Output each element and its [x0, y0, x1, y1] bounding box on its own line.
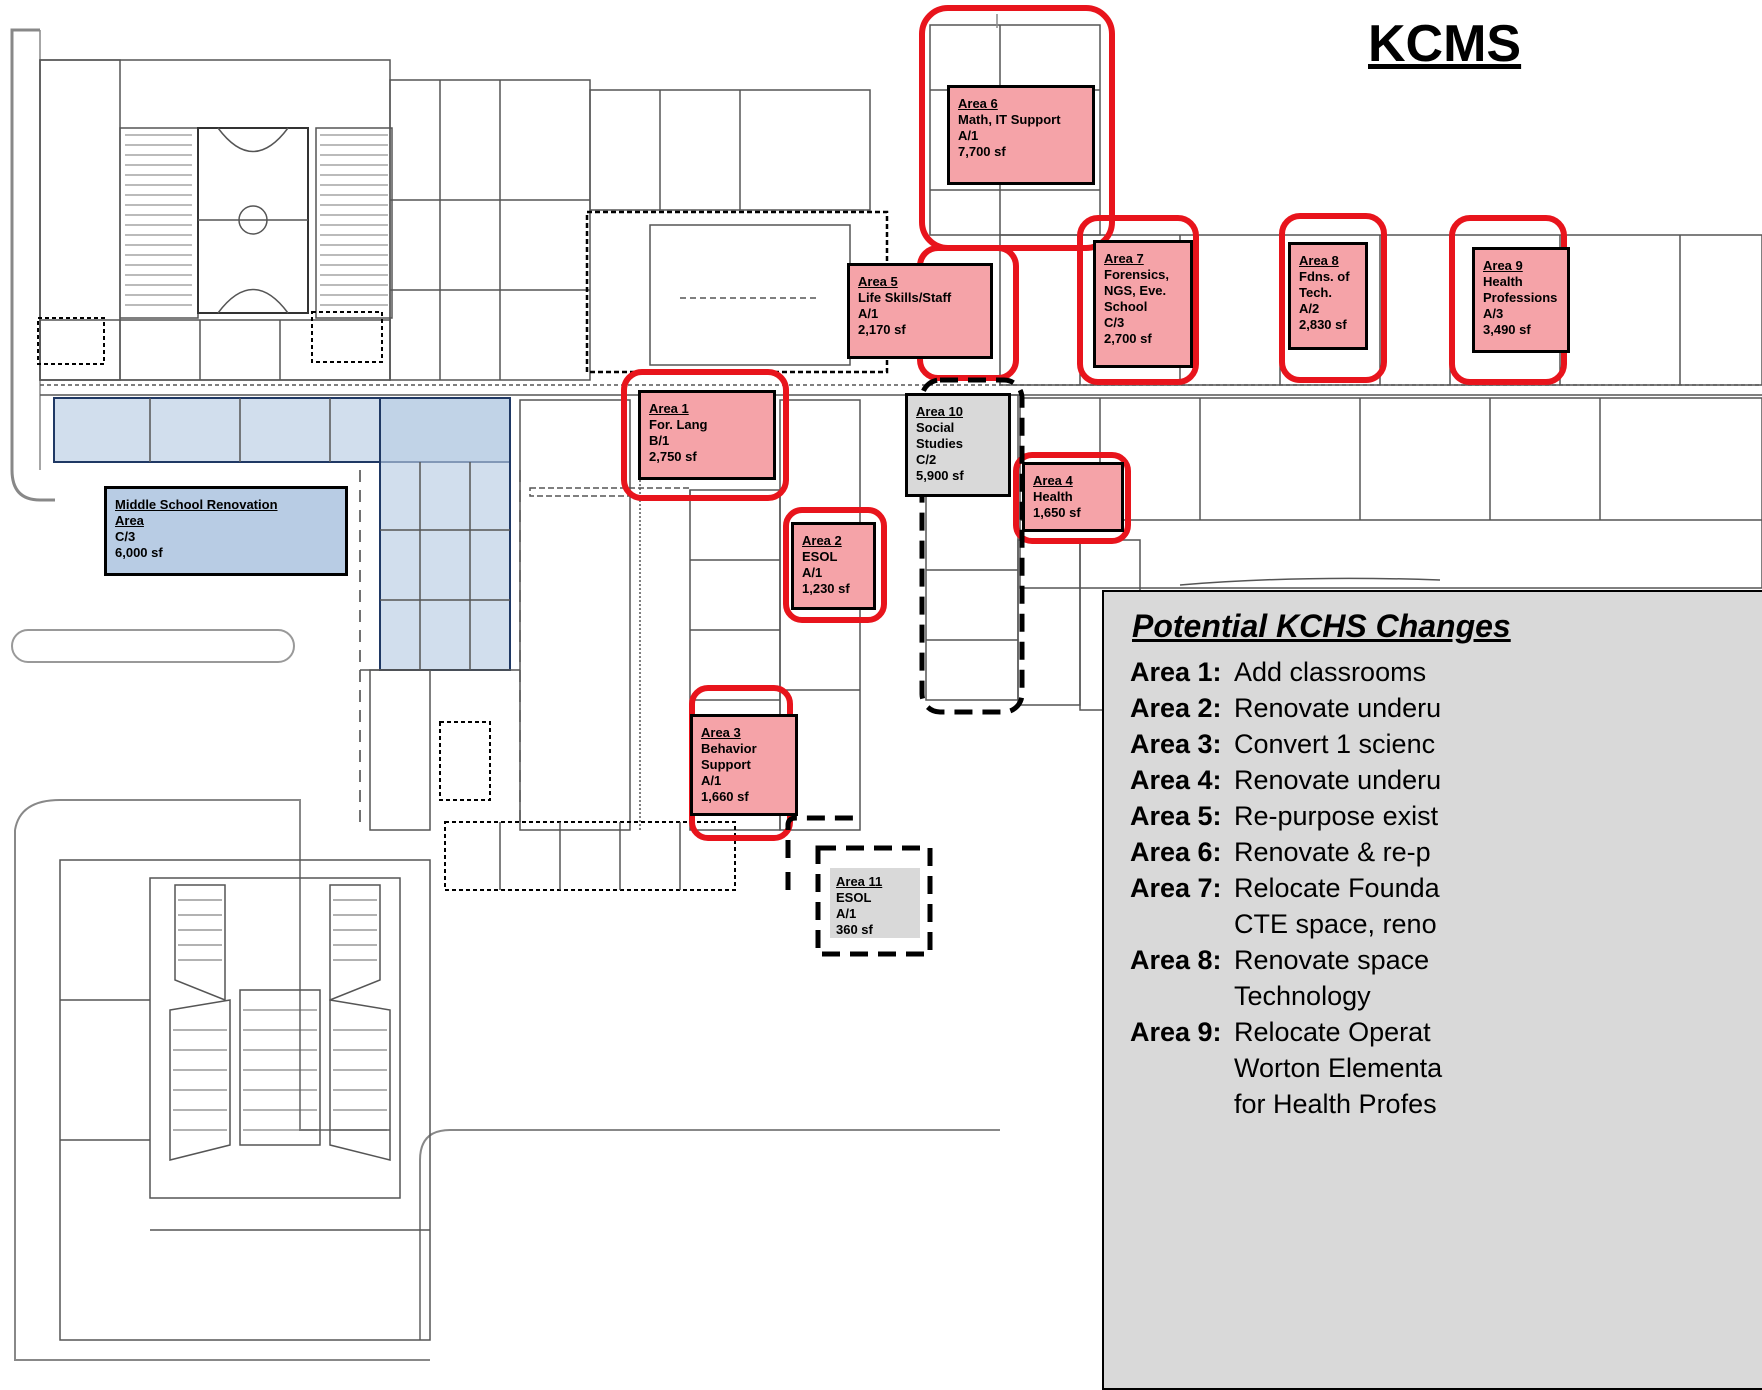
area-9-line: A/3	[1483, 306, 1504, 321]
legend-text: Renovate space	[1234, 945, 1430, 975]
area-3-line: Support	[701, 757, 751, 772]
legend-continuation: Technology	[1234, 981, 1371, 1011]
legend-area: Area 1:	[1130, 657, 1222, 687]
legend-row: Area 4: Renovate underu	[1130, 764, 1441, 796]
legend-area: Area 7:	[1130, 873, 1222, 903]
area-1-line: B/1	[649, 433, 670, 448]
legend-text: Add classrooms	[1234, 657, 1427, 687]
legend-row: Area 7: Relocate Founda	[1130, 872, 1440, 904]
legend-text: Relocate Founda	[1234, 873, 1440, 903]
legend-text: Re-purpose exist	[1234, 801, 1439, 831]
area-1-name: Area 1	[649, 401, 689, 416]
area-6-line: 7,700 sf	[958, 144, 1006, 159]
legend-continuation: for Health Profes	[1234, 1089, 1437, 1119]
middle-school-renovation-label: Middle School Renovation Area C/3 6,000 …	[104, 486, 348, 576]
area-7-line: Forensics,	[1104, 267, 1170, 282]
legend-area: Area 6:	[1130, 837, 1222, 867]
legend-row: Area 3: Convert 1 scienc	[1130, 728, 1435, 760]
legend-area: Area 2:	[1130, 693, 1222, 723]
area-7-line: 2,700 sf	[1104, 331, 1152, 346]
area-7-line: School	[1104, 299, 1148, 314]
middle-school-renovation-line: C/3	[115, 529, 136, 544]
area-8-line: A/2	[1299, 301, 1320, 316]
area-10-line: C/2	[916, 452, 937, 467]
area-7-name: Area 7	[1104, 251, 1144, 266]
area-10-label: Area 10 Social Studies C/2 5,900 sf	[905, 393, 1011, 497]
legend-row: Area 8: Renovate space	[1130, 944, 1429, 976]
area-3-label: Area 3 Behavior Support A/1 1,660 sf	[690, 714, 798, 816]
area-4-name: Area 4	[1033, 473, 1073, 488]
area-4-line: 1,650 sf	[1033, 505, 1081, 520]
area-8-line: Tech.	[1299, 285, 1332, 300]
legend-text: Renovate & re-p	[1234, 837, 1431, 867]
area-10-line: Studies	[916, 436, 963, 451]
area-11-name: Area 11	[836, 874, 883, 889]
area-8-line: Fdns. of	[1299, 269, 1350, 284]
area-10-line: 5,900 sf	[916, 468, 964, 483]
legend-text: Relocate Operat	[1234, 1017, 1431, 1047]
area-11-label: Area 11 ESOL A/1 360 sf	[830, 868, 920, 938]
middle-school-renovation-line: 6,000 sf	[115, 545, 163, 560]
area-3-line: 1,660 sf	[701, 789, 749, 804]
area-2-label: Area 2 ESOL A/1 1,230 sf	[791, 522, 876, 610]
area-5-name: Area 5	[858, 274, 898, 289]
area-11-line: 360 sf	[836, 922, 873, 937]
area-9-name: Area 9	[1483, 258, 1523, 273]
legend-area: Area 5:	[1130, 801, 1222, 831]
legend-continuation: CTE space, reno	[1234, 909, 1437, 939]
area-9-label: Area 9 Health Professions A/3 3,490 sf	[1472, 247, 1570, 353]
area-9-line: 3,490 sf	[1483, 322, 1531, 337]
area-1-line: 2,750 sf	[649, 449, 697, 464]
area-5-line: Life Skills/Staff	[858, 290, 952, 305]
area-10-line: Social	[916, 420, 955, 435]
legend-continuation: Worton Elementa	[1234, 1053, 1443, 1083]
area-1-line: For. Lang	[649, 417, 708, 432]
changes-legend: Potential KCHS Changes Area 1: Add classr…	[1102, 590, 1762, 1390]
area-9-line: Health	[1483, 274, 1523, 289]
area-6-line: A/1	[958, 128, 979, 143]
area-2-name: Area 2	[802, 533, 842, 548]
middle-school-renovation-name2: Area	[115, 513, 144, 528]
area-3-name: Area 3	[701, 725, 741, 740]
area-4-line: Health	[1033, 489, 1073, 504]
legend-row: Area 1: Add classrooms	[1130, 656, 1426, 688]
area-2-line: 1,230 sf	[802, 581, 850, 596]
legend-text: Convert 1 scienc	[1234, 729, 1436, 759]
area-4-label: Area 4 Health 1,650 sf	[1022, 462, 1124, 532]
legend-area: Area 3:	[1130, 729, 1222, 759]
legend-row: Area 5: Re-purpose exist	[1130, 800, 1438, 832]
legend-area: Area 9:	[1130, 1017, 1222, 1047]
page-title: KCMS	[1368, 15, 1522, 73]
area-9-line: Professions	[1483, 290, 1558, 305]
area-2-line: ESOL	[802, 549, 838, 564]
area-7-label: Area 7 Forensics, NGS, Eve. School C/3 2…	[1093, 240, 1193, 368]
legend-area: Area 4:	[1130, 765, 1222, 795]
area-11-line: ESOL	[836, 890, 872, 905]
area-3-line: A/1	[701, 773, 722, 788]
legend-row: Area 9: Relocate Operat	[1130, 1016, 1431, 1048]
area-5-line: A/1	[858, 306, 879, 321]
legend-text: Renovate underu	[1234, 765, 1442, 795]
area-11-line: A/1	[836, 906, 857, 921]
area-3-line: Behavior	[701, 741, 757, 756]
area-8-line: 2,830 sf	[1299, 317, 1347, 332]
area-6-label: Area 6 Math, IT Support A/1 7,700 sf	[947, 85, 1095, 185]
legend-title: Potential KCHS Changes	[1132, 608, 1511, 644]
area-2-line: A/1	[802, 565, 823, 580]
area-8-label: Area 8 Fdns. of Tech. A/2 2,830 sf	[1288, 242, 1368, 350]
area-5-label: Area 5 Life Skills/Staff A/1 2,170 sf	[847, 263, 993, 359]
legend-row: Area 2: Renovate underu	[1130, 692, 1441, 724]
area-7-line: C/3	[1104, 315, 1125, 330]
area-5-line: 2,170 sf	[858, 322, 906, 337]
middle-school-renovation-name: Middle School Renovation	[115, 497, 278, 512]
area-6-line: Math, IT Support	[958, 112, 1061, 127]
area-1-label: Area 1 For. Lang B/1 2,750 sf	[638, 390, 776, 480]
legend-row: Area 6: Renovate & re-p	[1130, 836, 1431, 868]
area-6-name: Area 6	[958, 96, 998, 111]
area-10-name: Area 10	[916, 404, 963, 419]
area-8-name: Area 8	[1299, 253, 1339, 268]
legend-text: Renovate underu	[1234, 693, 1442, 723]
legend-area: Area 8:	[1130, 945, 1222, 975]
area-7-line: NGS, Eve.	[1104, 283, 1167, 298]
